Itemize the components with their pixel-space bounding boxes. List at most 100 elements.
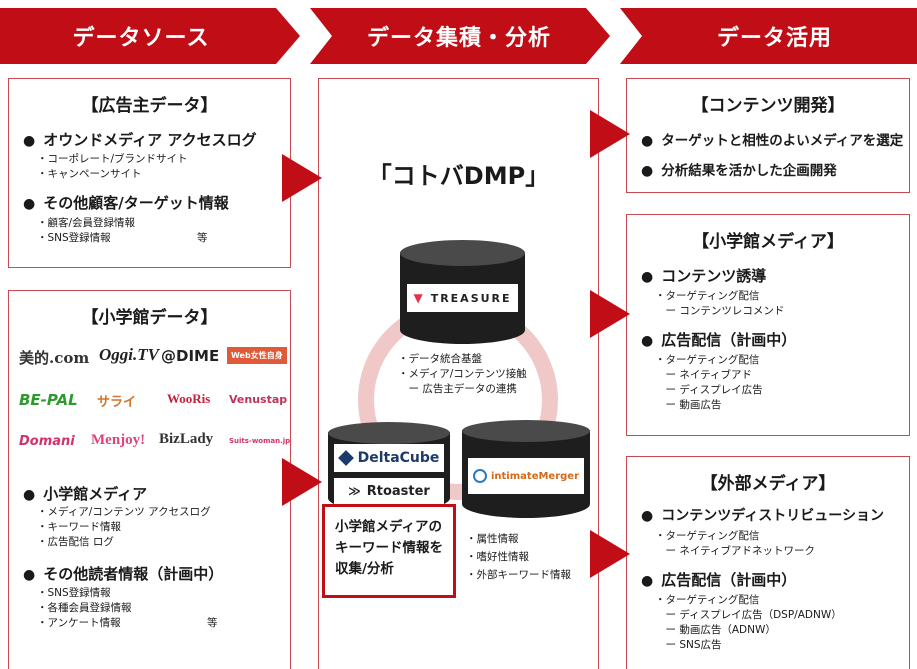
- sub-line: ・SNS登録情報: [37, 587, 111, 599]
- logo-venustap: Venustap: [229, 393, 288, 406]
- db-top: [328, 422, 450, 444]
- sub-line: ・コーポレート/ブランドサイト: [37, 153, 188, 165]
- treasure-database: ▼ TREASURE: [400, 240, 525, 344]
- note-line: ・メディア/コンテンツ接触: [398, 368, 527, 380]
- advertiser-item-1-subs: ・コーポレート/ブランドサイト ・キャンペーンサイト: [37, 152, 188, 182]
- note-line: ・データ統合基盤: [398, 353, 482, 365]
- header-data-source: データソース: [0, 8, 300, 64]
- intimatemerger-globe-icon: [472, 469, 487, 483]
- sub-line: ・各種会員登録情報: [37, 602, 132, 614]
- flow-arrow-shogakukan: [282, 458, 322, 506]
- advertiser-data-title: 【広告主データ】: [81, 96, 218, 116]
- logo-serai: サライ: [97, 395, 137, 410]
- header-data-analysis: データ集積・分析: [310, 8, 610, 64]
- keyword-line: キーワード情報を: [335, 540, 443, 556]
- db-top: [462, 420, 590, 442]
- keyword-line: 収集/分析: [335, 561, 394, 577]
- sub-line: ・ターゲティング配信: [655, 594, 760, 606]
- rtoaster-logo-text: Rtoaster: [366, 483, 430, 499]
- sub-line: ・メディア/コンテンツ アクセスログ: [37, 506, 211, 518]
- deltacube-logo-text: DeltaCube: [357, 450, 440, 466]
- logo-oggi: Oggi.TV: [99, 345, 159, 364]
- deltacube-database: DeltaCube ≫ Rtoaster: [328, 422, 450, 512]
- shogakukan-media-item-1-subs: ・ターゲティング配信 ー コンテンツレコメンド: [655, 289, 784, 319]
- flow-arrow-advertiser: [282, 154, 322, 202]
- contents-dev-item-2: 分析結果を活かした企画開発: [641, 159, 837, 179]
- shogakukan-item-2-subs: ・SNS登録情報 ・各種会員登録情報 ・アンケート情報: [37, 586, 132, 631]
- external-item-2-subs: ・ターゲティング配信 ー ディスプレイ広告（DSP/ADNW） ー 動画広告（A…: [655, 593, 842, 653]
- logo-wooris: WooRis: [167, 391, 211, 406]
- flow-arrow-contents-dev: [590, 110, 630, 158]
- deltacube-logo: DeltaCube: [334, 444, 444, 472]
- rtoaster-arrow-icon: ≫: [348, 484, 361, 498]
- intimatemerger-logo: intimateMerger: [468, 458, 584, 494]
- shogakukan-data-title: 【小学館データ】: [81, 308, 218, 328]
- header-data-analysis-label: データ集積・分析: [366, 26, 551, 51]
- sub-line: ー 動画広告（ADNW）: [655, 624, 776, 636]
- contents-dev-item-1: ターゲットと相性のよいメディアを選定: [641, 129, 903, 149]
- treasure-logo-icon: ▼: [413, 291, 425, 305]
- shogakukan-media-title: 【小学館メディア】: [692, 232, 844, 252]
- sub-line: ー ネイティブアドネットワーク: [655, 545, 815, 557]
- logo-domani: Domani: [19, 434, 75, 449]
- shogakukan-item-1-subs: ・メディア/コンテンツ アクセスログ ・キーワード情報 ・広告配信 ログ: [37, 505, 211, 550]
- note-line: ・嗜好性情報: [466, 551, 529, 563]
- external-media-title: 【外部メディア】: [700, 474, 836, 494]
- dmp-title: 「コトバDMP」: [367, 162, 550, 190]
- logo-bizlady: BizLady: [159, 431, 214, 447]
- intimatemerger-notes: ・属性情報 ・嗜好性情報 ・外部キーワード情報: [466, 530, 571, 584]
- sub-line: ・アンケート情報: [37, 617, 121, 629]
- sub-line: ー ディスプレイ広告: [655, 384, 763, 396]
- intimatemerger-logo-text: intimateMerger: [490, 470, 580, 482]
- shogakukan-item-2: その他読者情報（計画中）: [23, 563, 223, 584]
- contents-dev-title: 【コンテンツ開発】: [691, 96, 845, 116]
- sub-line: ・キャンペーンサイト: [37, 168, 142, 180]
- sub-line: ・顧客/会員登録情報: [37, 217, 136, 229]
- sub-line: ー 動画広告: [655, 399, 722, 411]
- external-item-1: コンテンツディストリビューション: [641, 505, 884, 525]
- treasure-logo: ▼ TREASURE: [407, 284, 518, 312]
- sub-line: ー ネイティブアド: [655, 369, 752, 381]
- logo-bepal: BE-PAL: [19, 391, 78, 409]
- shogakukan-media-item-2-subs: ・ターゲティング配信 ー ネイティブアド ー ディスプレイ広告 ー 動画広告: [655, 353, 763, 413]
- contents-dev-box: 【コンテンツ開発】 ターゲットと相性のよいメディアを選定 分析結果を活かした企画…: [626, 78, 910, 193]
- sub-line: ・SNS登録情報: [37, 232, 111, 244]
- shogakukan-data-box: 【小学館データ】 美的.com Oggi.TV @DIME Web女性自身 BE…: [8, 290, 291, 669]
- note-line: ・属性情報: [466, 533, 519, 545]
- note-line: ・外部キーワード情報: [466, 569, 571, 581]
- sub-line: ・ターゲティング配信: [655, 290, 760, 302]
- logo-menjoy: Menjoy!: [91, 432, 146, 448]
- sub-line: ・ターゲティング配信: [655, 530, 760, 542]
- sub-line: ー ディスプレイ広告（DSP/ADNW）: [655, 609, 842, 621]
- shogakukan-media-box: 【小学館メディア】 コンテンツ誘導 ・ターゲティング配信 ー コンテンツレコメン…: [626, 214, 910, 436]
- external-media-box: 【外部メディア】 コンテンツディストリビューション ・ターゲティング配信 ー ネ…: [626, 456, 910, 669]
- logo-jisin: Web女性自身: [227, 347, 287, 364]
- logo-dime: @DIME: [161, 347, 220, 365]
- header-data-usage: データ活用: [620, 8, 917, 64]
- advertiser-data-box: 【広告主データ】 オウンドメディア アクセスログ ・コーポレート/ブランドサイト…: [8, 78, 291, 268]
- sub-line: ・キーワード情報: [37, 521, 121, 533]
- advertiser-item-1: オウンドメディア アクセスログ: [23, 129, 256, 150]
- treasure-logo-text: TREASURE: [430, 291, 512, 305]
- sub-line: ー コンテンツレコメンド: [655, 305, 785, 317]
- shogakukan-etc: 等: [207, 617, 218, 629]
- advertiser-etc: 等: [197, 232, 208, 244]
- logo-biteki: 美的.com: [19, 349, 90, 367]
- header-data-source-label: データソース: [72, 26, 210, 51]
- deltacube-cube-icon: [337, 450, 354, 466]
- sub-line: ー SNS広告: [655, 639, 722, 651]
- logo-suits-woman: Suits-woman.jp: [229, 437, 291, 445]
- shogakukan-item-1: 小学館メディア: [23, 483, 147, 504]
- note-line: ー 広告主データの連携: [398, 383, 517, 395]
- shogakukan-media-item-1: コンテンツ誘導: [641, 265, 766, 286]
- sub-line: ・ターゲティング配信: [655, 354, 760, 366]
- advertiser-item-2-subs: ・顧客/会員登録情報 ・SNS登録情報: [37, 216, 135, 246]
- shogakukan-media-item-2: 広告配信（計画中）: [641, 329, 796, 350]
- header-data-usage-label: データ活用: [716, 26, 832, 51]
- keyword-analysis-box: 小学館メディアの キーワード情報を 収集/分析: [322, 504, 456, 598]
- external-item-1-subs: ・ターゲティング配信 ー ネイティブアドネットワーク: [655, 529, 815, 559]
- flow-arrow-shogakukan-media: [590, 290, 630, 338]
- external-item-2: 広告配信（計画中）: [641, 569, 796, 590]
- intimatemerger-database: intimateMerger: [462, 420, 590, 518]
- flow-arrow-external: [590, 530, 630, 578]
